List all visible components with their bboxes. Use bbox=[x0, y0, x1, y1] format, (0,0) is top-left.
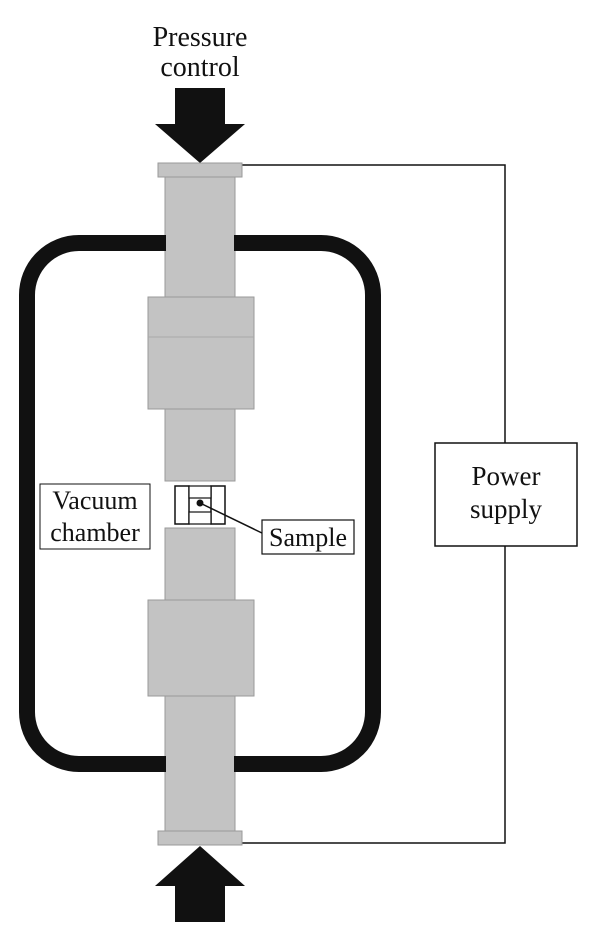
power-label-line1: Power bbox=[472, 461, 541, 491]
vacuum-chamber-label: Vacuum chamber bbox=[39, 483, 151, 550]
upper-electrode-cap bbox=[157, 162, 243, 178]
die-bottom-punch bbox=[188, 511, 212, 525]
sample-die bbox=[174, 485, 226, 525]
electrode-feedthroughs bbox=[166, 232, 234, 775]
lower-punch bbox=[164, 527, 236, 601]
power-wire-top bbox=[242, 164, 506, 443]
pressure-control-label: Pressure control bbox=[153, 22, 248, 83]
lower-electrode-cap bbox=[157, 830, 243, 846]
die-top-punch bbox=[188, 485, 212, 499]
vacuum-label-line2: chamber bbox=[50, 518, 140, 547]
power-supply-box: Power supply bbox=[434, 442, 578, 547]
power-label-line2: supply bbox=[470, 494, 543, 524]
power-wire-bottom bbox=[242, 546, 506, 844]
sample-leader-line bbox=[199, 502, 265, 535]
pressure-label-line2: control bbox=[160, 52, 240, 83]
die-right-wall bbox=[210, 485, 226, 525]
pressure-label-line1: Pressure bbox=[153, 22, 248, 53]
upper-spacer bbox=[147, 296, 255, 410]
die-left-wall bbox=[174, 485, 190, 525]
sample-label: Sample bbox=[261, 519, 355, 555]
vacuum-label-line1: Vacuum bbox=[52, 486, 137, 515]
sample-label-text: Sample bbox=[269, 523, 347, 552]
upper-punch bbox=[164, 408, 236, 482]
lower-spacer bbox=[147, 599, 255, 697]
bottom-pressure-arrow-icon bbox=[155, 846, 245, 922]
top-pressure-arrow-icon bbox=[155, 88, 245, 163]
